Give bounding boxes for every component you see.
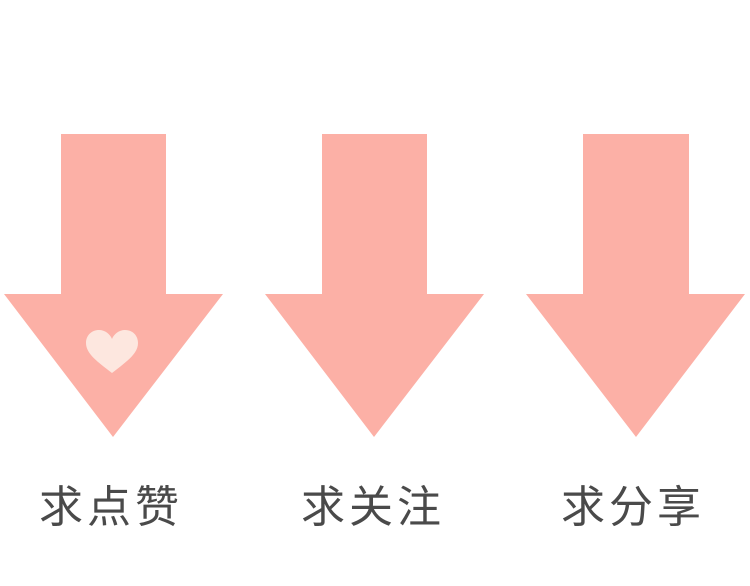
label-share: 求分享 xyxy=(561,482,705,533)
down-arrow-icon xyxy=(4,134,223,437)
heart-icon xyxy=(86,330,138,373)
down-arrow-icon xyxy=(526,134,745,437)
label-like: 求点赞 xyxy=(39,482,183,533)
label-follow: 求关注 xyxy=(301,482,445,533)
down-arrow-icon xyxy=(265,134,484,437)
